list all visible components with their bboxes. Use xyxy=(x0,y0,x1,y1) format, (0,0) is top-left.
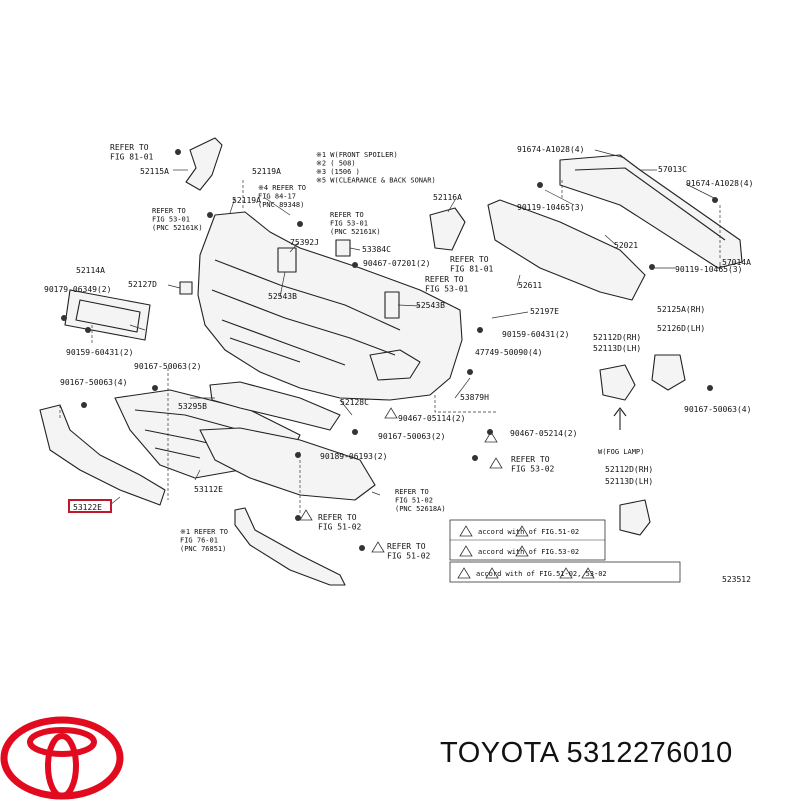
leader-lines xyxy=(109,149,721,506)
label-p53879H: 53879H xyxy=(460,393,489,402)
note-triangle xyxy=(371,541,385,553)
note-triangle xyxy=(484,431,498,443)
label-p90467-07201: 90467-07201(2) xyxy=(363,259,430,268)
clip-53384C xyxy=(335,239,351,257)
lip-76851 xyxy=(234,507,346,586)
legend-table xyxy=(449,519,681,583)
label-p52112D-b: 52112D(RH) xyxy=(605,465,653,474)
label-p90167-50063-a: 90167-50063(2) xyxy=(134,362,201,371)
label-p52543B-b: 52543B xyxy=(416,301,445,310)
label-notes: ※1 W(FRONT SPOILER)※2 ( 508)※3 (1506 )※5… xyxy=(316,151,436,185)
label-p90189: 90189-06193(2) xyxy=(320,452,387,461)
label-p52126D: 52126D(LH) xyxy=(657,324,705,333)
label-p57013C: 57013C xyxy=(658,165,687,174)
spoiler-53122E xyxy=(39,404,166,506)
label-p52119A-mid: 52119A xyxy=(232,196,261,205)
label-p90159-l: 90159-60431(2) xyxy=(66,348,133,357)
cover-53295B xyxy=(209,381,341,431)
bezel-arrow xyxy=(613,407,627,430)
label-legend-row2: accord with of FIG.53-02 xyxy=(478,548,579,556)
brand-part-number: TOYOTA 5312276010 xyxy=(440,737,733,769)
license-bracket-52114A xyxy=(64,289,151,341)
absorber-52611 xyxy=(487,199,646,301)
under-cover xyxy=(199,427,376,501)
logo-vertical-ellipse xyxy=(45,733,79,799)
note-triangle xyxy=(489,457,503,469)
note-triangle xyxy=(384,407,398,419)
clip-75392J xyxy=(277,247,297,273)
label-p52125A: 52125A(RH) xyxy=(657,305,705,314)
bezel-52112D-upper xyxy=(599,364,636,401)
note-triangle xyxy=(299,509,313,521)
label-p52119A-top: 52119A xyxy=(252,167,281,176)
reinforcement-57013C xyxy=(559,154,743,269)
toyota-logo xyxy=(0,716,124,800)
label-p53112E: 53112E xyxy=(194,485,223,494)
highlight-box-53122E xyxy=(68,499,112,513)
label-p52128C: 52128C xyxy=(340,398,369,407)
bumper-cover xyxy=(197,211,463,401)
label-p90467-05114: 90467-05114(2) xyxy=(398,414,465,423)
label-p90167-50063-b: 90167-50063(4) xyxy=(60,378,127,387)
label-p52021: 52021 xyxy=(614,241,638,250)
label-p52113D-b: 52113D(LH) xyxy=(605,477,653,486)
label-p52543B-a: 52543B xyxy=(268,292,297,301)
label-p90167-50063-c: 90167-50063(2) xyxy=(378,432,445,441)
label-p52114A: 52114A xyxy=(76,266,105,275)
reinforcement-face xyxy=(574,167,726,241)
label-p90119-b: 90119-10465(3) xyxy=(675,265,742,274)
label-p52115A: 52115A xyxy=(140,167,169,176)
clip-52127D xyxy=(179,281,193,295)
label-p47749: 47749-50090(4) xyxy=(475,348,542,357)
label-diagram-id: 523512 xyxy=(722,575,751,584)
label-p52113D-a: 52113D(LH) xyxy=(593,344,641,353)
label-p57014A: 57014A xyxy=(722,258,751,267)
label-p52611: 52611 xyxy=(518,281,542,290)
label-p91674-right: 91674-A1028(4) xyxy=(686,179,753,188)
fog-recess xyxy=(369,349,421,381)
label-legend-row3: accord with of FIG.51-02, 53-02 xyxy=(476,570,607,578)
lamp-52125A xyxy=(651,354,686,391)
bezel-52112D-lower xyxy=(619,499,651,536)
label-p90467-05214: 90467-05214(2) xyxy=(510,429,577,438)
bumper-grille-line xyxy=(211,259,401,356)
label-p52112D-a: 52112D(RH) xyxy=(593,333,641,342)
label-p52116A: 52116A xyxy=(433,193,462,202)
label-p90179: 90179-06349(2) xyxy=(44,285,111,294)
license-bracket-inner xyxy=(75,299,141,333)
label-p53295B: 53295B xyxy=(178,402,207,411)
label-p90159-r: 90159-60431(2) xyxy=(502,330,569,339)
label-p53384C: 53384C xyxy=(362,245,391,254)
bumper-grille-line-2 xyxy=(221,319,346,366)
bracket-52115A xyxy=(185,137,223,191)
label-p90167-50063-r: 90167-50063(4) xyxy=(684,405,751,414)
logo-top-ellipse xyxy=(27,727,97,757)
label-p53122E: 53122E xyxy=(73,503,102,512)
clip-52543B xyxy=(384,291,400,319)
dashed-guides xyxy=(59,180,721,515)
label-p52127D: 52127D xyxy=(128,280,157,289)
label-legend-row1: accord with of FIG.51-02 xyxy=(478,528,579,536)
label-p52197E: 52197E xyxy=(530,307,559,316)
retainer-52116A xyxy=(429,207,466,251)
label-p75392J: 75392J xyxy=(290,238,319,247)
label-p90119: 90119-10465(3) xyxy=(517,203,584,212)
label-p91674-top: 91674-A1028(4) xyxy=(517,145,584,154)
label-fog-lamp: W(FOG LAMP) xyxy=(598,448,644,456)
